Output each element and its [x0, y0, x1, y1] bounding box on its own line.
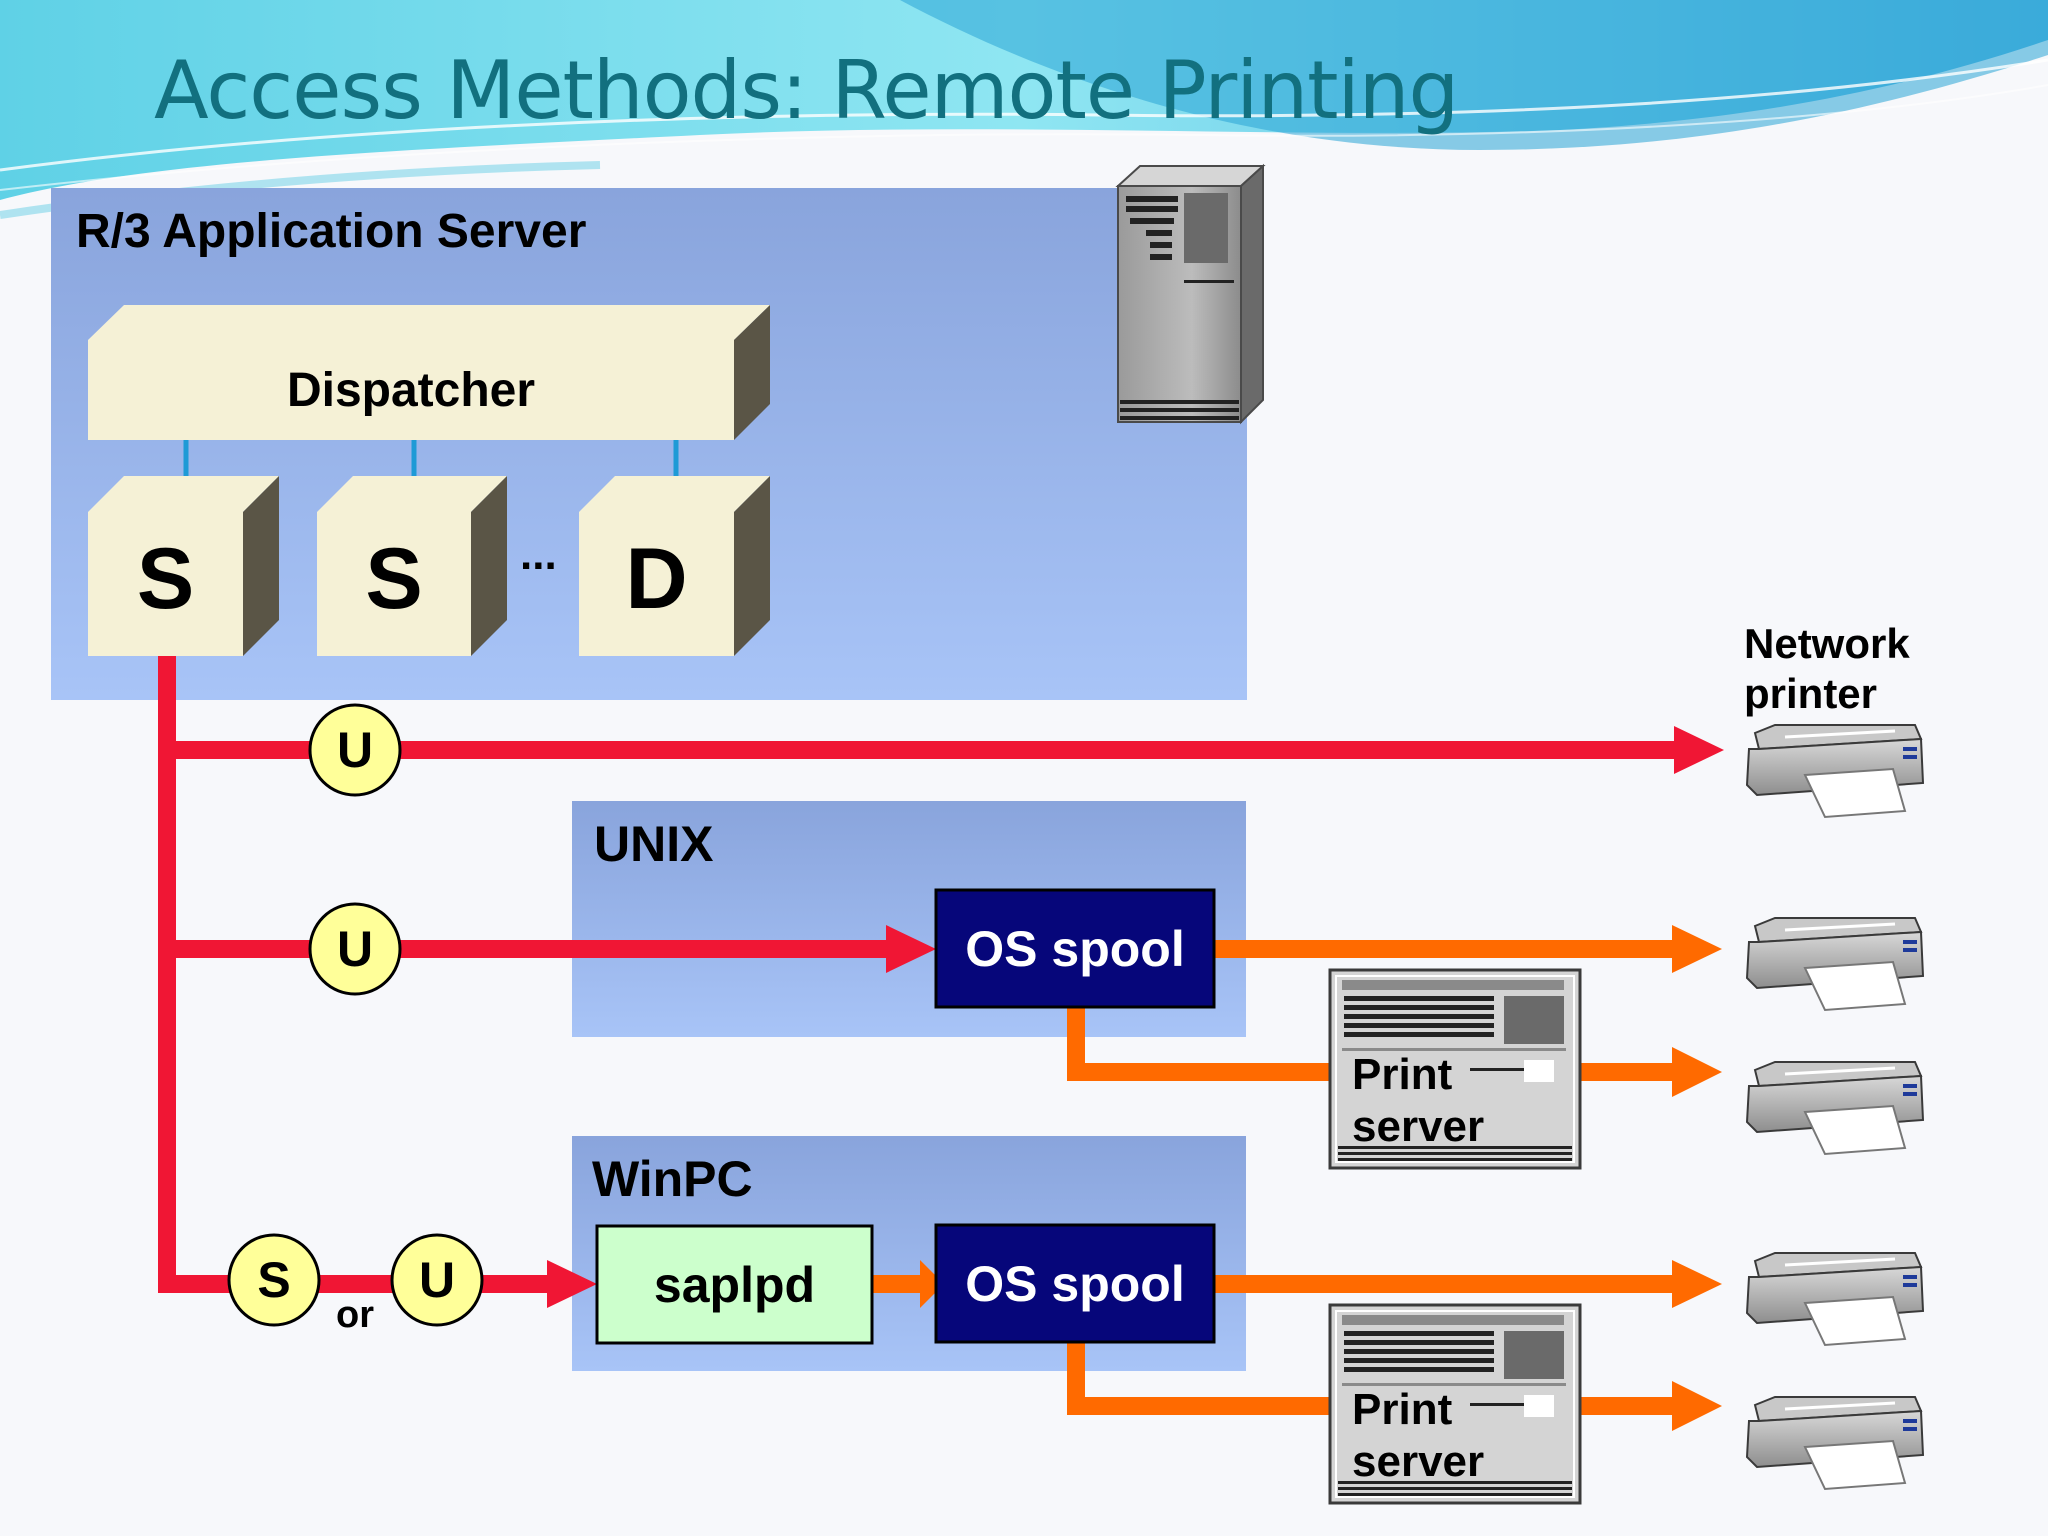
app-server-label: R/3 Application Server [76, 205, 587, 258]
winpc-os-spool-box [934, 1223, 1216, 1344]
printer-icon-unix-1 [1745, 917, 1925, 1012]
unix-os-spool-label: OS spool [965, 920, 1185, 977]
print-server-2-label-line2: server [1352, 1437, 1485, 1486]
process-box-s2 [317, 476, 507, 656]
process-ellipsis: ... [520, 530, 557, 579]
dispatcher-label: Dispatcher [286, 363, 536, 417]
process-box-d [579, 476, 770, 656]
print-server-2-label-line1: Print [1352, 1385, 1453, 1434]
unix-os-spool-box [934, 888, 1216, 1009]
access-direct-label: U [336, 722, 374, 778]
printer-icon-winpc-2 [1745, 1396, 1925, 1491]
access-unix-label: U [336, 921, 374, 977]
printer-icon-winpc-1 [1745, 1252, 1925, 1347]
print-server-icon-2 [1328, 1303, 1582, 1505]
print-server-1-label-line1: Print [1352, 1050, 1453, 1099]
process-box-s1 [88, 476, 279, 656]
header-wave-decoration [0, 0, 2048, 219]
saplpd-label: saplpd [653, 1256, 816, 1313]
access-method-circles [227, 703, 484, 1327]
print-server-icon-1 [1328, 968, 1582, 1170]
process-label-d: D [625, 531, 688, 627]
winpc-os-spool-label: OS spool [965, 1255, 1185, 1312]
network-printer-label-line2: printer [1744, 670, 1878, 717]
saplpd-box [595, 1224, 874, 1345]
access-winpc-u-label: U [418, 1252, 456, 1308]
server-tower-icon [1115, 163, 1266, 425]
print-server-1-label-line2: server [1352, 1102, 1485, 1151]
winpc-label: WinPC [592, 1151, 753, 1207]
network-printer-label-line1: Network [1744, 620, 1910, 667]
dispatcher-box [88, 305, 770, 440]
unix-label: UNIX [594, 816, 714, 872]
access-winpc-s-label: S [257, 1252, 291, 1308]
or-label: or [336, 1294, 374, 1336]
orange-flow-lines [872, 925, 1722, 1431]
printer-icon-network [1745, 724, 1925, 819]
page-title: Access Methods: Remote Printing [154, 44, 1459, 137]
process-label-s2: S [365, 531, 423, 627]
printer-icon-unix-2 [1745, 1061, 1925, 1156]
process-label-s1: S [136, 531, 195, 627]
